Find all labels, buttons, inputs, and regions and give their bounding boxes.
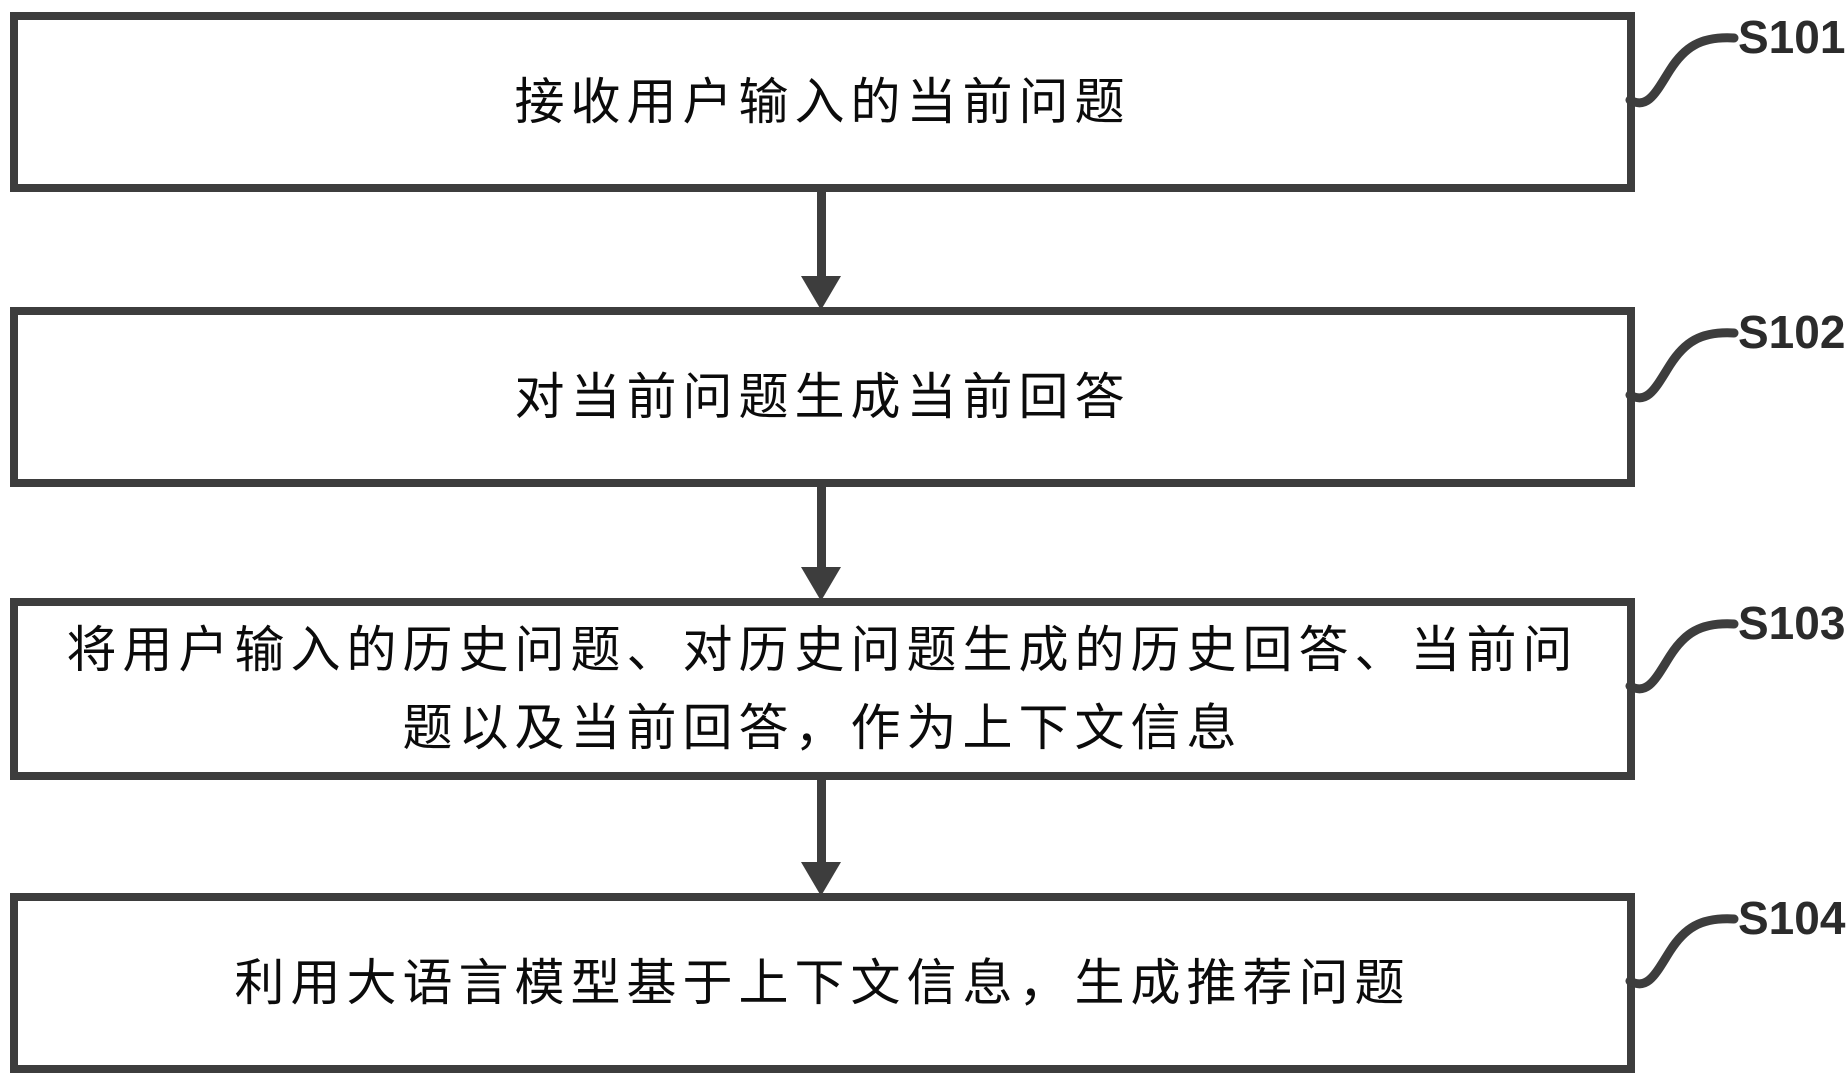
step-box-s102: 对当前问题生成当前回答 <box>10 307 1635 487</box>
step-text-line-1: 将用户输入的历史问题、对历史问题生成的历史回答、当前问 <box>66 621 1579 679</box>
step-text: 利用大语言模型基于上下文信息，生成推荐问题 <box>234 954 1411 1012</box>
arrow-head <box>801 567 841 601</box>
leader-line-s101 <box>1625 33 1739 108</box>
down-arrow-icon <box>801 780 841 896</box>
down-arrow-icon <box>801 487 841 601</box>
step-label-s101: S101 <box>1738 11 1846 63</box>
step-box-s104: 利用大语言模型基于上下文信息，生成推荐问题 <box>10 893 1635 1073</box>
arrow-shaft <box>816 780 826 862</box>
arrow-head <box>801 276 841 310</box>
arrow-head <box>801 862 841 896</box>
step-text: 接收用户输入的当前问题 <box>514 73 1131 131</box>
leader-line-s102 <box>1625 328 1739 403</box>
step-label-s102: S102 <box>1738 306 1846 358</box>
step-box-s101: 接收用户输入的当前问题 <box>10 12 1635 192</box>
arrow-shaft <box>816 192 826 276</box>
step-box-s103: 将用户输入的历史问题、对历史问题生成的历史回答、当前问 题以及当前回答，作为上下… <box>10 598 1635 780</box>
step-label-s103: S103 <box>1738 597 1846 649</box>
step-text: 对当前问题生成当前回答 <box>514 368 1131 426</box>
step-text-line-2: 题以及当前回答，作为上下文信息 <box>402 699 1243 757</box>
leader-line-s103 <box>1625 619 1739 694</box>
leader-line-s104 <box>1625 914 1739 989</box>
down-arrow-icon <box>801 192 841 310</box>
step-label-s104: S104 <box>1738 892 1846 944</box>
arrow-shaft <box>816 487 826 567</box>
